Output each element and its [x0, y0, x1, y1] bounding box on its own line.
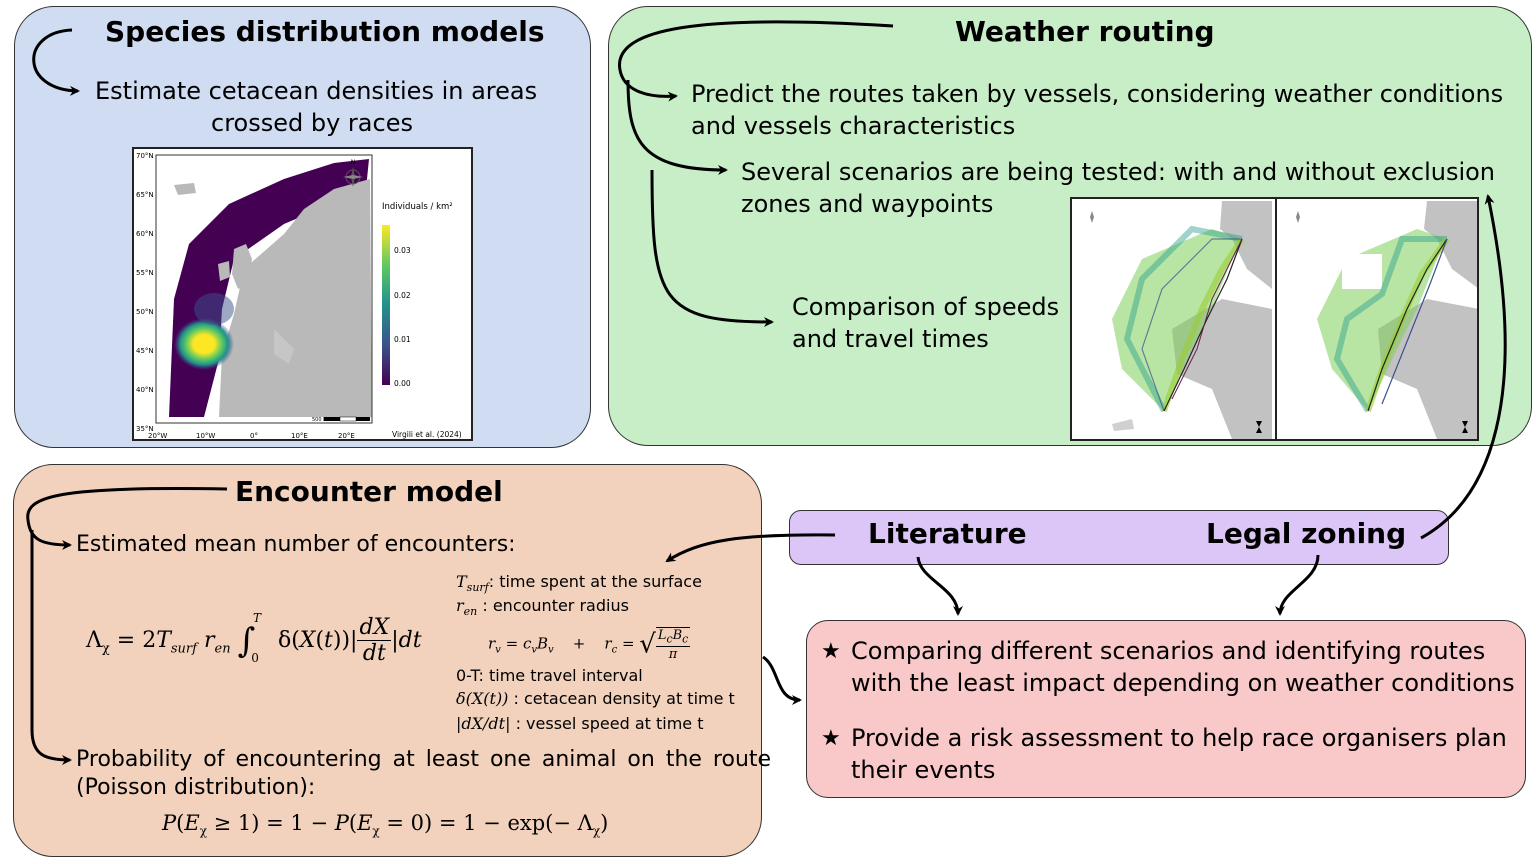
routes-map-figure [1070, 197, 1479, 441]
lat-tick: 45°N [136, 347, 154, 355]
outcome2-line1: Provide a risk assessment to help race o… [851, 724, 1507, 752]
def-speed: |dX/dt| : vessel speed at time t [456, 714, 704, 733]
colorbar-ticks: 0.03 0.02 0.01 0.00 [394, 246, 411, 388]
wr-text2-line2: zones and waypoints [741, 190, 994, 218]
compass-icon [1090, 211, 1094, 223]
sdm-text-line1: Estimate cetacean densities in areas [95, 77, 538, 105]
encounter-to-outcome-arrow [762, 655, 802, 705]
colorbar-tick: 0.01 [394, 335, 411, 344]
literature-to-outcome-arrow [916, 556, 963, 616]
wr-text2-line1: Several scenarios are being tested: with… [741, 158, 1496, 186]
colorbar-title: Individuals / km² [382, 202, 453, 212]
legal-zoning-label: Legal zoning [1206, 517, 1407, 550]
lat-tick: 40°N [136, 386, 154, 394]
sdm-text-line2: crossed by races [211, 109, 413, 137]
probability-line2: (Poisson distribution): [76, 775, 316, 800]
sources-panel: Literature Legal zoning [789, 510, 1449, 565]
star-icon: ★ [821, 639, 841, 664]
lat-tick: 60°N [136, 230, 154, 238]
outcomes-panel: ★ Comparing different scenarios and iden… [806, 620, 1526, 798]
scalebar-label: 500 km [312, 417, 331, 423]
enc-title: Encounter model [235, 475, 503, 508]
wr-text3-line2: and travel times [792, 325, 989, 353]
exclusion-zone [1342, 254, 1382, 289]
density-hotspot [174, 318, 234, 370]
lon-tick: 20°E [338, 432, 355, 440]
density-map: N 500 km 70°N 65°N 60°N 55°N 50°N 45°N 4… [136, 152, 462, 440]
wr-text1-line2: and vessels characteristics [691, 112, 1016, 140]
outcome1-line2: with the least impact depending on weath… [851, 669, 1515, 697]
lon-tick: 20°W [148, 432, 167, 440]
def-tsurf-text: : time spent at the surface [488, 572, 702, 591]
star-icon: ★ [821, 726, 841, 751]
outcome1-line1: Comparing different scenarios and identi… [851, 637, 1486, 665]
encounter-model-panel: Encounter model Estimated mean number of… [13, 464, 771, 857]
colorbar-tick: 0.02 [394, 291, 411, 300]
compass-icon [1296, 211, 1300, 223]
outcome2-line2: their events [851, 756, 996, 784]
lat-tick: 50°N [136, 308, 154, 316]
lon-tick: 0° [250, 432, 258, 440]
lat-ticks: 70°N 65°N 60°N 55°N 50°N 45°N 40°N 35°N [136, 152, 154, 433]
colorbar-tick: 0.00 [394, 379, 411, 388]
land [219, 179, 372, 417]
compass-icon [343, 167, 363, 187]
def-ren-text: : encounter radius [482, 596, 629, 615]
north-label: N [351, 159, 356, 166]
species-distribution-panel: Species distribution models Estimate cet… [14, 6, 591, 448]
wr-title: Weather routing [955, 15, 1215, 48]
north-arrow-icon [1256, 421, 1262, 433]
lon-tick: 10°E [291, 432, 308, 440]
routes-map-with-exclusion [1278, 201, 1477, 439]
lat-tick: 65°N [136, 191, 154, 199]
lon-ticks: 20°W 10°W 0° 10°E 20°E [148, 432, 355, 440]
sdm-title: Species distribution models [105, 15, 545, 48]
routes-maps [1074, 199, 1477, 439]
probability-line1: Probability of encountering at least one… [76, 747, 772, 772]
def-T: 0-T: time travel interval [456, 666, 643, 685]
def-delta-text: : cetacean density at time t [513, 689, 735, 708]
def-speed-text: : vessel speed at time t [515, 714, 704, 733]
colorbar [382, 225, 390, 385]
map-credit: Virgili et al. (2024) [392, 430, 462, 439]
density-map-figure: N 500 km 70°N 65°N 60°N 55°N 50°N 45°N 4… [132, 147, 473, 441]
routes-map-without-exclusion [1074, 201, 1272, 439]
lat-tick: 70°N [136, 152, 154, 160]
probability-equation: P(Eχ ≥ 1) = 1 − P(Eχ = 0) = 1 − exp(− Λχ… [162, 811, 609, 839]
wr-text3-line1: Comparison of speeds [792, 293, 1060, 321]
literature-label: Literature [868, 517, 1027, 550]
def-delta: δ(X(t)) : cetacean density at time t [456, 689, 735, 708]
def-ren: ren : encounter radius [456, 596, 629, 619]
colorbar-tick: 0.03 [394, 246, 411, 255]
wr-text1-line1: Predict the routes taken by vessels, con… [691, 80, 1504, 108]
lon-tick: 10°W [196, 432, 215, 440]
def-tsurf: Tsurf: time spent at the surface [456, 572, 702, 595]
lat-tick: 35°N [136, 425, 154, 433]
lat-tick: 55°N [136, 269, 154, 277]
weather-routing-panel: Weather routing Predict the routes taken… [608, 6, 1532, 446]
mean-encounters-label: Estimated mean number of encounters: [76, 532, 516, 557]
